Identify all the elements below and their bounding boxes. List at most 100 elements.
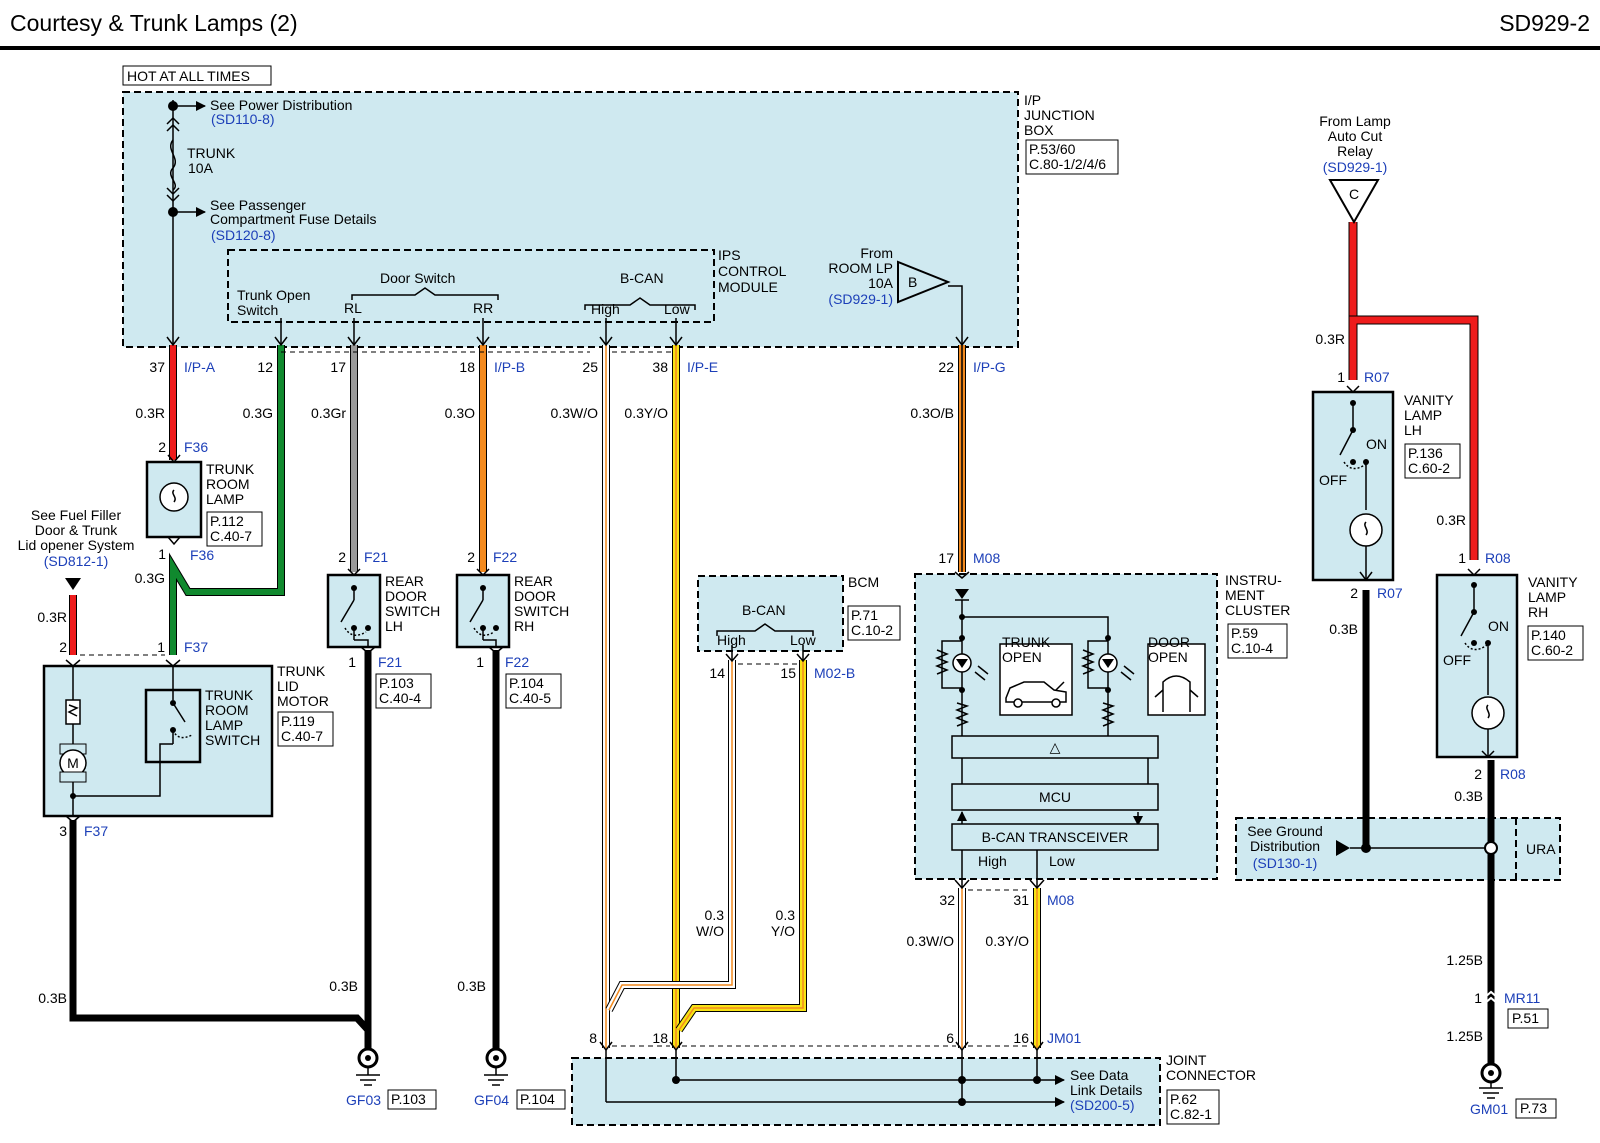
- tlm-ref-1: P.119: [281, 713, 315, 729]
- jc-name-2: CONNECTOR: [1166, 1067, 1256, 1083]
- vlh-ref-1: P.136: [1408, 445, 1443, 461]
- from-room-1: From: [860, 245, 893, 261]
- tlm-switch-3: LAMP: [205, 717, 243, 733]
- from-lamp-2: Auto Cut: [1328, 128, 1383, 144]
- ic-ref-1: P.59: [1231, 625, 1258, 641]
- wire-label-vrh-bot: 0.3B: [1454, 788, 1483, 804]
- gm01-ref: P.73: [1520, 1100, 1547, 1116]
- ground-distribution-box: [1235, 817, 1561, 881]
- trunk-open-switch-2: Switch: [237, 302, 278, 318]
- vrh-pin-top: 1: [1458, 550, 1466, 566]
- tlm-name-2: LID: [277, 678, 299, 694]
- jc-pin-8: 8: [589, 1030, 597, 1046]
- joint-connector-box: [571, 1057, 1161, 1126]
- wire-black-f37: [69, 820, 371, 1033]
- vlh-off: OFF: [1319, 472, 1347, 488]
- wire-label-bcm-h-1: 0.3: [705, 907, 725, 923]
- wire-label-37: 0.3R: [135, 405, 165, 421]
- ips-high-label: High: [591, 301, 620, 317]
- diagram-code: SD929-2: [1499, 10, 1590, 36]
- door-open-1: DOOR: [1148, 634, 1190, 650]
- trunk-open-1: TRUNK: [1002, 634, 1051, 650]
- vlh-name-1: VANITY: [1404, 392, 1454, 408]
- rrh-ref-2: C.40-5: [509, 690, 551, 706]
- vlh-pin-bot: 2: [1350, 585, 1358, 601]
- conn-ipa: I/P-A: [184, 359, 216, 375]
- tlm-pin-2: 2: [59, 639, 67, 655]
- vlh-conn-bot: R07: [1377, 585, 1403, 601]
- fuse-name: TRUNK: [187, 145, 236, 161]
- rlh-name-1: REAR: [385, 573, 424, 589]
- title-bar: Courtesy & Trunk Lamps (2) SD929-2: [0, 0, 1600, 50]
- vrh-pin-bot: 2: [1474, 766, 1482, 782]
- trl-conn-top: F36: [184, 439, 208, 455]
- vlh-pin-top: 1: [1337, 369, 1345, 385]
- jb-name-3: BOX: [1024, 122, 1054, 138]
- wire-label-22: 0.3O/B: [910, 405, 954, 421]
- rrh-conn-bot: F22: [505, 654, 529, 670]
- pin-22: 22: [938, 359, 954, 375]
- page-title: Courtesy & Trunk Lamps (2): [10, 10, 298, 36]
- trunk-open-2: OPEN: [1002, 649, 1042, 665]
- bcm-bcan-label: B-CAN: [742, 602, 786, 618]
- wire-label-18: 0.3O: [445, 405, 475, 421]
- ic-name-3: CLUSTER: [1225, 602, 1290, 618]
- mr11-ref: P.51: [1512, 1010, 1539, 1026]
- mr11-pin: 1: [1474, 990, 1482, 1006]
- pin-18: 18: [459, 359, 475, 375]
- ic-conn-top: M08: [973, 550, 1000, 566]
- trl-name-1: TRUNK: [206, 461, 255, 477]
- ic-pin-l: 31: [1013, 892, 1029, 908]
- ic-xcvr: B-CAN TRANSCEIVER: [982, 829, 1129, 845]
- rrh-name-3: SWITCH: [514, 603, 569, 619]
- ips-control-module: [227, 249, 715, 323]
- wire-label-bcm-l-2: Y/O: [771, 923, 795, 939]
- gf04-label: GF04: [474, 1092, 509, 1108]
- car-door-icon: [1162, 675, 1191, 712]
- wire-label-fuel: 0.3R: [37, 609, 67, 625]
- vlh-name-3: LH: [1404, 422, 1422, 438]
- trl-name-3: LAMP: [206, 491, 244, 507]
- vrh-name-3: RH: [1528, 604, 1548, 620]
- door-switch-label: Door Switch: [380, 270, 455, 286]
- rlh-pin-top: 2: [338, 549, 346, 565]
- ground-gf04-icon: [484, 1047, 508, 1086]
- tlm-ref-2: C.40-7: [281, 728, 323, 744]
- jb-name-1: I/P: [1024, 92, 1041, 108]
- jc-pin-18: 18: [652, 1030, 668, 1046]
- wire-label-25: 0.3W/O: [551, 405, 599, 421]
- from-room-3: 10A: [868, 275, 894, 291]
- rrh-pin-top: 2: [467, 549, 475, 565]
- wire-red-vanity: [1349, 316, 1478, 560]
- tlm-switch-4: SWITCH: [205, 732, 260, 748]
- door-open-2: OPEN: [1148, 649, 1188, 665]
- bcm-high-label: High: [717, 632, 746, 648]
- rrh-conn-top: F22: [493, 549, 517, 565]
- bcm-ref-2: C.10-2: [851, 622, 893, 638]
- trunk-open-switch-1: Trunk Open: [237, 287, 310, 303]
- ground-gm01-icon: [1479, 1062, 1503, 1099]
- gf03-ref: P.103: [391, 1091, 426, 1107]
- rlh-conn-bot: F21: [378, 654, 402, 670]
- ic-name-2: MENT: [1225, 587, 1265, 603]
- motor-m-label: M: [67, 755, 79, 771]
- bcm-box: [697, 575, 844, 652]
- vlh-name-2: LAMP: [1404, 407, 1442, 423]
- jc-ref-1: P.62: [1170, 1091, 1197, 1107]
- jc-conn: JM01: [1047, 1030, 1081, 1046]
- trl-name-2: ROOM: [206, 476, 250, 492]
- wire-label-bcm-l-1: 0.3: [776, 907, 796, 923]
- wire-label-mr11-b: 1.25B: [1446, 1028, 1483, 1044]
- ips-name-1: IPS: [718, 247, 741, 263]
- pin-38: 38: [652, 359, 668, 375]
- tlm-conn-bot: F37: [84, 823, 108, 839]
- conn-ipg: I/P-G: [973, 359, 1006, 375]
- from-lamp-ref: (SD929-1): [1323, 159, 1388, 175]
- jc-ref-2: C.82-1: [1170, 1106, 1212, 1122]
- ic-ref-2: C.10-4: [1231, 640, 1273, 656]
- wire-label-38: 0.3Y/O: [624, 405, 668, 421]
- connector-c-label: C: [1349, 186, 1359, 202]
- bcm-low-label: Low: [790, 632, 817, 648]
- trl-pin-top: 2: [158, 439, 166, 455]
- ips-low-label: Low: [664, 301, 691, 317]
